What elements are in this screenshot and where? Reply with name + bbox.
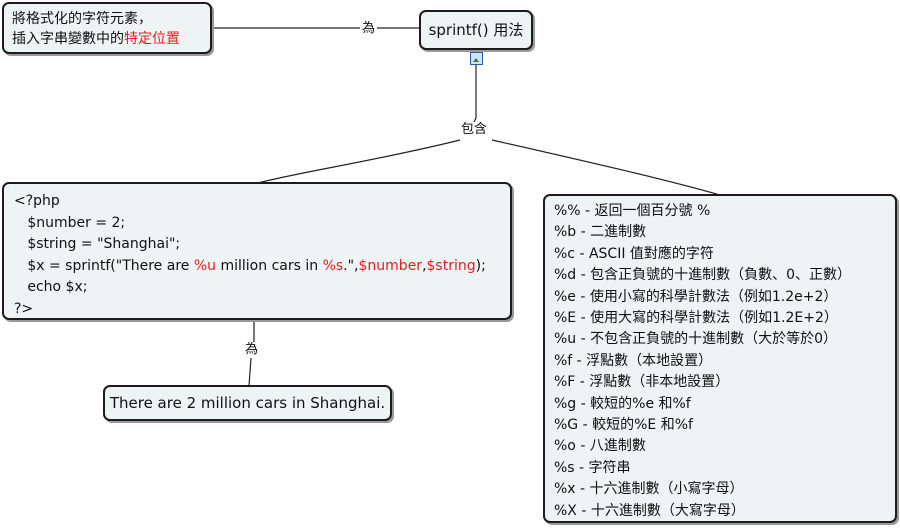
image-attachment-icon[interactable] [470, 52, 483, 65]
link-label-desc-root: 為 [360, 21, 378, 37]
output-node[interactable]: There are 2 million cars in Shanghai. [103, 385, 392, 421]
code-line-3: $string = "Shanghai"; [14, 236, 181, 252]
format-item: %f - 浮點數（本地設置） [554, 352, 713, 369]
root-topic-node[interactable]: sprintf() 用法 [419, 10, 533, 65]
format-list-node[interactable]: %% - 返回一個百分號 % %b - 二進制數 %c - ASCII 值對應的… [543, 194, 897, 523]
highlight-text: 特定位置 [124, 31, 180, 47]
link-branch-code [257, 139, 461, 184]
code-line-2: $number = 2; [14, 214, 126, 231]
code-line-1: <?php [14, 193, 60, 209]
code-line-5: echo $x; [14, 279, 88, 295]
format-item: %o - 八進制數 [554, 438, 646, 455]
description-line-1: 將格式化的字符元素， [12, 11, 152, 27]
link-label-code-output: 為 [243, 342, 261, 358]
output-text: There are 2 million cars in Shanghai. [109, 394, 386, 412]
format-item: %X - 十六進制數（大寫字母） [554, 502, 745, 519]
format-item: %b - 二進制數 [554, 224, 647, 241]
format-item: %x - 十六進制數（小寫字母） [554, 481, 744, 498]
code-line-6: ?> [14, 300, 34, 317]
description-node[interactable]: 將格式化的字符元素， 插入字串變數中的特定位置 [2, 2, 212, 54]
description-line-2: 插入字串變數中的特定位置 [12, 31, 180, 47]
format-item: %e - 使用小寫的科學計數法（例如1.2e+2） [554, 288, 838, 305]
format-item: %F - 浮點數（非本地設置） [554, 374, 730, 391]
format-item: %g - 較短的%e 和%f [554, 395, 691, 412]
format-item: %G - 較短的%E 和%f [554, 417, 693, 434]
link-root-branch [469, 62, 477, 131]
format-item: %c - ASCII 值對應的字符 [554, 245, 714, 262]
format-item: %E - 使用大寫的科學計數法（例如1.2E+2） [554, 310, 838, 327]
code-example-node[interactable]: <?php $number = 2; $string = "Shanghai";… [2, 182, 512, 320]
link-label-contains: 包含 [459, 122, 490, 138]
link-branch-list [491, 139, 721, 196]
format-item: %d - 包含正負號的十進制數（負數、0、正數） [554, 267, 852, 284]
code-line-4: $x = sprintf("There are %u million cars … [14, 257, 486, 274]
format-item: %s - 字符串 [554, 459, 631, 476]
format-item: %u - 不包含正負號的十進制數（大於等於0） [554, 331, 838, 348]
format-item: %% - 返回一個百分號 % [554, 203, 711, 219]
root-topic-label: sprintf() 用法 [428, 21, 524, 39]
